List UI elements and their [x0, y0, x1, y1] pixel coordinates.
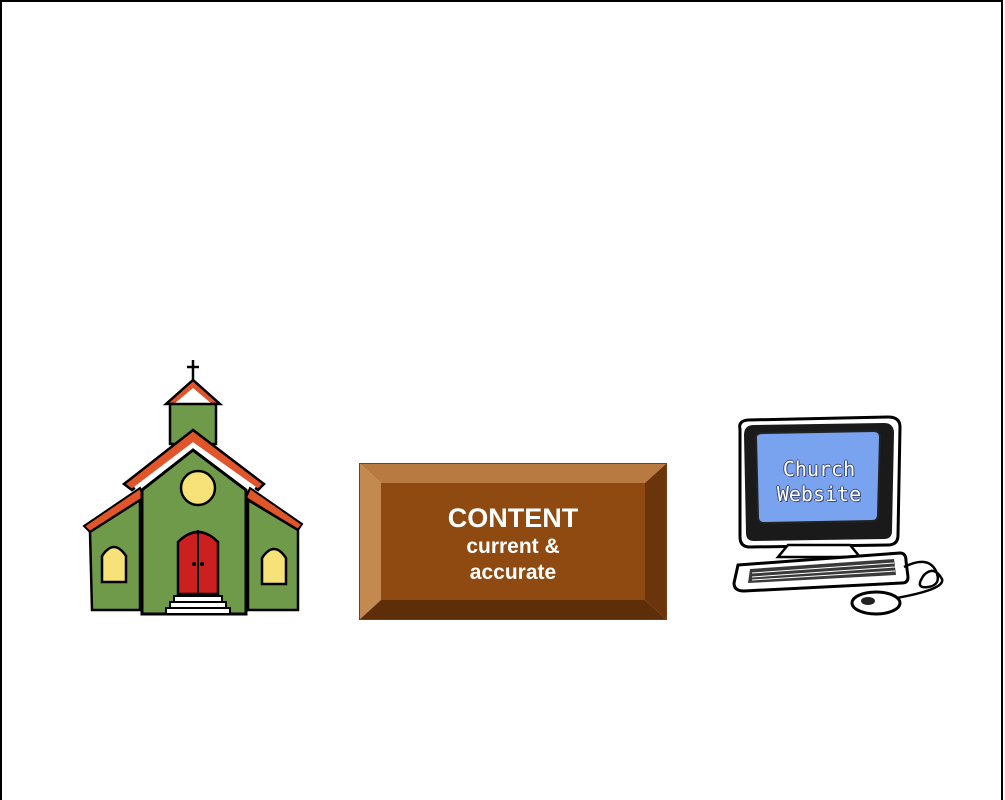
screen-line-1: Church: [783, 457, 855, 482]
content-line-1: current &: [466, 534, 559, 560]
church-icon: [80, 358, 304, 620]
computer-screen-text: Church Website: [760, 449, 878, 515]
content-text-block: CONTENT current & accurate: [359, 463, 667, 620]
content-title: CONTENT: [448, 503, 579, 534]
content-bevel-box: CONTENT current & accurate: [359, 463, 667, 620]
computer-icon: [728, 415, 953, 620]
content-line-2: accurate: [470, 560, 556, 586]
screen-line-2: Website: [777, 482, 861, 507]
